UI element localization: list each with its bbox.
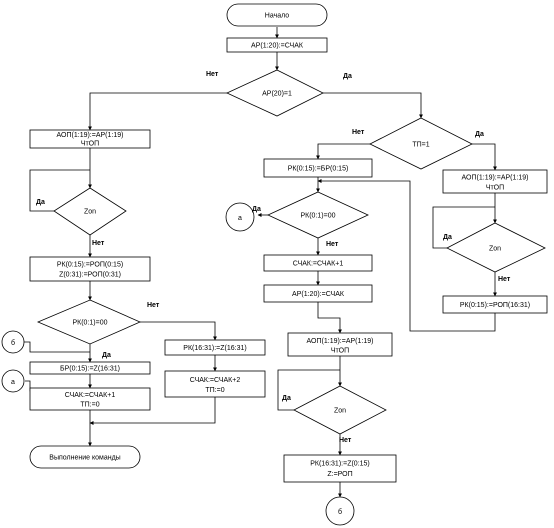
- process-rk-br: РК(0:15):=БР(0:15): [263, 158, 373, 178]
- process-schak3: СЧАК:=СЧАК+1: [263, 254, 373, 272]
- decision-ap20: AP(20)=1: [226, 69, 324, 117]
- decision-zon-left-text: Zon: [84, 209, 96, 216]
- process-rk-rop-line2: Z(0:31):=РОП(0:31): [59, 272, 121, 279]
- connector-a-left-text: а: [11, 379, 15, 386]
- process-br: БР(0:15):=Z(16:31): [29, 361, 151, 375]
- branch-labels: Нет Да Да Нет Нет Да Нет Да Да Нет Да Не…: [36, 71, 511, 444]
- process-schak1-line2: ТП:=0: [80, 402, 99, 409]
- decision-rk01-mid: РК(0:1)=00: [267, 191, 369, 239]
- label-yes-zon-left: Да: [36, 199, 45, 206]
- decision-rk01-left-text: РК(0:1)=00: [72, 320, 107, 327]
- process-ap-schak-text: AP(1:20):=СЧАК: [251, 43, 304, 50]
- decision-zon-right-text: Zon: [489, 246, 501, 253]
- process-aop-right: АОП(1:19):=АР(1:19) ЧтОП: [442, 169, 548, 194]
- label-no-tp: Нет: [352, 129, 365, 136]
- decision-tp: ТП=1: [369, 117, 473, 170]
- connector-b-left: б: [1, 330, 25, 354]
- connector-b-bottom: б: [325, 496, 355, 526]
- label-no-zon-left: Нет: [92, 240, 105, 247]
- start-text: Начало: [265, 13, 289, 20]
- process-schak1: СЧАК:=СЧАК+1 ТП:=0: [29, 387, 151, 411]
- process-rk-z2-line2: Z:=РОП: [327, 471, 352, 478]
- process-rk-rop: РК(0:15):=РОП(0:15) Z(0:31):=РОП(0:31): [29, 256, 151, 282]
- decision-rk01-left: РК(0:1)=00: [36, 299, 141, 345]
- start-terminal: Начало: [226, 3, 328, 27]
- process-schak3-text: СЧАК:=СЧАК+1: [293, 261, 344, 268]
- end-text: Выполнение команды: [49, 455, 120, 462]
- decision-rk01-mid-text: РК(0:1)=00: [300, 213, 335, 220]
- connector-a-mid: а: [225, 202, 255, 232]
- decision-tp-text: ТП=1: [412, 142, 429, 149]
- process-rk-z2: РК(16:31):=Z(0:15) Z:=РОП: [283, 454, 397, 483]
- end-terminal: Выполнение команды: [29, 445, 141, 469]
- process-rk-br-text: РК(0:15):=БР(0:15): [288, 166, 349, 173]
- process-aop-left: АОП(1:19):=АР(1:19) ЧтОП: [29, 129, 151, 149]
- label-yes-zon-mid: Да: [282, 395, 291, 402]
- connector-lines: [24, 27, 497, 498]
- process-ap-schak: AP(1:20):=СЧАК: [226, 37, 328, 53]
- label-yes-zon-right: Да: [443, 234, 452, 241]
- process-br-text: БР(0:15):=Z(16:31): [60, 366, 120, 373]
- process-rk-rop-line1: РК(0:15):=РОП(0:15): [57, 262, 123, 269]
- label-no-zon-mid: Нет: [339, 437, 352, 444]
- decision-ap20-text: AP(20)=1: [262, 91, 292, 98]
- process-rk-z-text: РК(16:31):=Z(16:31): [183, 345, 246, 352]
- process-aop-mid-line2: ЧтОП: [331, 348, 349, 355]
- process-aop-mid-line1: АОП(1:19):=АР(1:19): [307, 338, 374, 345]
- label-no-d1: Нет: [206, 71, 219, 78]
- process-ap2: АР(1:20):=СЧАК: [263, 284, 373, 303]
- process-rk-rop-right-text: РК(0:15):=РОП(16:31): [460, 302, 530, 309]
- decision-zon-mid: Zon: [293, 385, 387, 435]
- process-aop-left-line1: АОП(1:19):=АР(1:19): [57, 132, 124, 139]
- process-aop-left-line2: ЧтОП: [81, 141, 99, 148]
- decision-zon-left: Zon: [53, 187, 127, 236]
- decision-zon-right: Zon: [446, 222, 546, 273]
- process-aop-right-line2: ЧтОП: [486, 185, 504, 192]
- process-rk-z2-line1: РК(16:31):=Z(0:15): [310, 461, 370, 468]
- process-aop-mid: АОП(1:19):=АР(1:19) ЧтОП: [287, 332, 393, 357]
- label-no-zon-right: Нет: [498, 276, 511, 283]
- connector-a-mid-text: а: [238, 215, 242, 222]
- process-schak2: СЧАК:=СЧАК+2 ТП:=0: [164, 370, 266, 398]
- process-schak2-line2: ТП:=0: [205, 387, 224, 394]
- label-yes-d1: Да: [343, 73, 352, 80]
- connector-b-left-text: б: [11, 339, 15, 347]
- process-rk-rop-right: РК(0:15):=РОП(16:31): [442, 295, 548, 314]
- process-schak1-line1: СЧАК:=СЧАК+1: [65, 392, 116, 399]
- label-no-rk01-mid: Нет: [326, 241, 339, 248]
- connector-b-bottom-text: б: [338, 508, 342, 516]
- process-ap2-text: АР(1:20):=СЧАК: [292, 291, 345, 298]
- process-aop-right-line1: АОП(1:19):=АР(1:19): [462, 175, 529, 182]
- label-yes-rk01-mid: Да: [252, 206, 261, 213]
- process-rk-z: РК(16:31):=Z(16:31): [164, 339, 266, 356]
- process-schak2-line1: СЧАК:=СЧАК+2: [190, 377, 241, 384]
- connector-a-left: а: [1, 369, 25, 393]
- label-yes-tp: Да: [475, 131, 484, 138]
- label-yes-rk01-left: Да: [102, 352, 111, 359]
- label-no-rk01-left: Нет: [147, 302, 160, 309]
- decision-zon-mid-text: Zon: [334, 408, 346, 415]
